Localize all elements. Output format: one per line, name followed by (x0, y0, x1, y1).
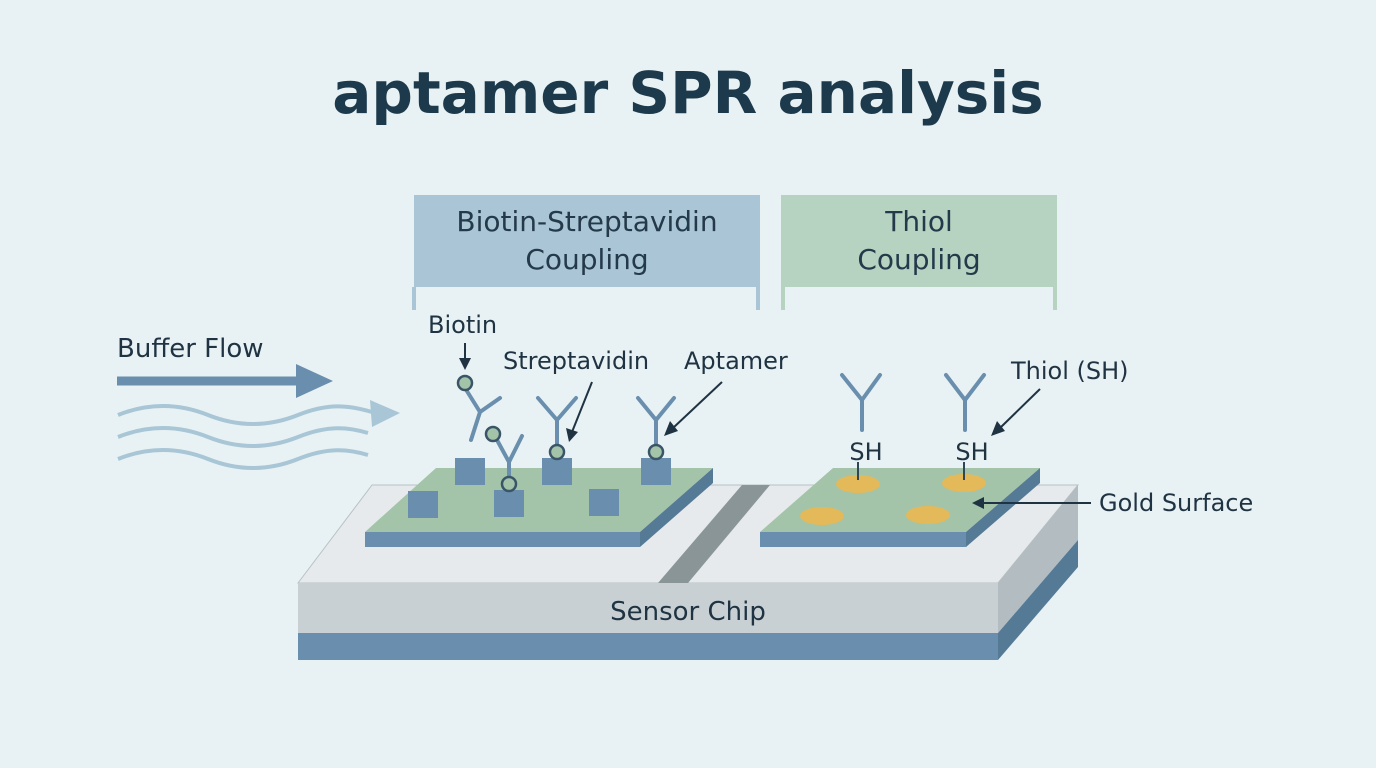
channel-divider (658, 485, 770, 583)
gold-spot (836, 475, 880, 493)
aptamer-y-shape (463, 386, 502, 442)
biotin-channel-surface (365, 468, 713, 532)
streptavidin-cube (455, 458, 485, 485)
biotin-circle (500, 475, 518, 493)
sh-links (857, 462, 965, 480)
streptavidin-cube (542, 458, 572, 485)
sh-label-1: SH (849, 438, 882, 466)
sensor-chip-side-base (998, 540, 1078, 660)
streptavidin-cube (589, 489, 619, 516)
biotin-circles (456, 374, 665, 493)
streptavidin-cube (408, 491, 438, 518)
thiol-aptamers (840, 373, 986, 432)
aptamer-arrow-line (672, 381, 723, 429)
gold-spot (800, 507, 844, 525)
biotin-arrow-head (459, 358, 471, 370)
callouts: Biotin Streptavidin Aptamer Thiol (SH) G… (428, 311, 1253, 517)
streptavidin-arrow-head (566, 428, 578, 442)
thiol-panel-title-line1: Thiol (884, 205, 953, 238)
thiol-channel-side (966, 468, 1040, 547)
thiol-sh-label: Thiol (SH) (1010, 357, 1129, 385)
aptamer-y-shape (636, 396, 676, 449)
sensor-chip-label: Sensor Chip (610, 597, 766, 627)
biotin-panel-title-line2: Coupling (525, 243, 648, 276)
sensor-chip-front (298, 583, 998, 633)
sensor-chip-side (998, 485, 1078, 633)
flow-arrow-head (296, 364, 333, 398)
gold-spots (800, 474, 986, 525)
aptamer-y-shape (944, 373, 986, 432)
biotin-channel-front (365, 532, 640, 547)
thiol-channel: SH SH (760, 373, 1040, 547)
aptamer-label: Aptamer (684, 347, 788, 375)
biotin-label: Biotin (428, 311, 497, 339)
flow-wave-3 (117, 448, 369, 470)
thiol-panel: Thiol Coupling (781, 195, 1057, 310)
biotin-panel-title-line1: Biotin-Streptavidin (456, 205, 717, 238)
biotin-circle (484, 425, 502, 443)
diagram-title: aptamer SPR analysis (332, 59, 1043, 127)
streptavidin-cube (494, 490, 524, 517)
gold-surface-label: Gold Surface (1099, 489, 1253, 517)
flow-wave-1 (117, 404, 373, 426)
aptamer-y-shape (536, 396, 578, 449)
biotin-circle (647, 443, 665, 461)
thiol-panel-title-line2: Coupling (857, 243, 980, 276)
biotin-channel (365, 374, 713, 547)
gold-spot (942, 474, 986, 492)
gold-spot (906, 506, 950, 524)
thiol-arrow-head (991, 421, 1005, 436)
thiol-channel-front (760, 532, 966, 547)
buffer-flow: Buffer Flow (117, 334, 400, 470)
aptamer-y-shape (840, 373, 882, 432)
biotin-channel-side (640, 468, 713, 547)
thiol-panel-box (781, 195, 1057, 287)
aptamer-arrow-head (664, 421, 678, 436)
streptavidin-label: Streptavidin (503, 347, 649, 375)
flow-wave-arrowhead (370, 400, 400, 427)
biotin-panel-box (414, 195, 760, 287)
streptavidin-cube (641, 458, 671, 485)
biotin-streptavidin-panel: Biotin-Streptavidin Coupling (412, 195, 760, 310)
buffer-flow-label: Buffer Flow (117, 334, 264, 364)
sensor-chip-base-layer (298, 633, 998, 660)
biotin-circle (548, 443, 566, 461)
flow-wave-2 (117, 426, 369, 448)
gold-arrow-head (972, 497, 984, 509)
thiol-arrow-line (999, 388, 1041, 429)
streptavidin-arrow-line (571, 381, 593, 433)
biotin-circle (456, 374, 474, 392)
aptamer-molecules (463, 386, 676, 480)
aptamer-y-shape (495, 434, 524, 480)
sh-label-2: SH (955, 438, 988, 466)
